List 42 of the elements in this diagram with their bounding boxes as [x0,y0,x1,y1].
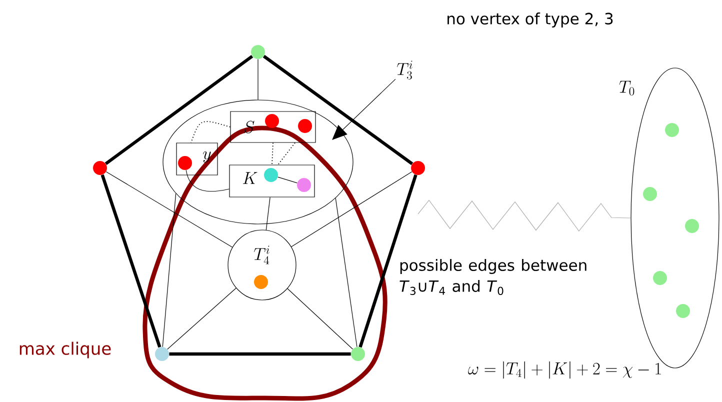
graph-edge [169,352,351,356]
graph-edge [167,288,236,350]
vertex-dot [653,271,667,285]
vertex-dot [676,304,690,318]
vertex-dot [178,156,192,170]
vertex-dot [643,187,657,201]
vertex-dot [665,123,679,137]
vertex-dot [155,347,169,361]
formula: $\omega = |T_4| + |K| + 2 = \chi - 1$ [468,361,661,379]
note-text: no vertex of type 2, 3 [448,12,613,28]
vertex-dot [297,178,311,192]
graph-edge [278,176,298,184]
graph-edge [266,197,270,230]
vertex-dot [298,119,312,133]
zigzag-line [418,200,631,232]
graph-edge [278,142,296,166]
set-ellipse [162,100,354,224]
graph-edge [358,174,418,348]
set-box: $y$ [176,142,218,176]
graph-edge [272,142,274,166]
clique-label: max clique [20,342,111,358]
graph-edge [262,54,414,166]
vertex-dot [264,168,278,182]
graph-edge [104,54,254,166]
graph-edge [190,121,231,144]
vertex-dot [411,161,425,175]
vertex-dot [265,114,279,128]
vertex-dot [254,275,268,289]
graph-edge [100,174,162,348]
set-box: $K$ [229,164,315,198]
graph-edge [162,193,176,348]
graph-edge [335,198,358,348]
graph-edge [106,171,233,248]
graph-edge [291,172,412,248]
graph-edge [287,288,354,350]
vertex-dot [351,347,365,361]
vertex-dot [251,45,265,59]
note-text: possible edges between T$_{3}$∪T$_{4}$ and T$_{0}$ [400,259,586,296]
vertex-dot [685,219,699,233]
leader-arrow [332,78,396,140]
set-label: $T_3^i$ [397,60,412,80]
vertex-dot [93,161,107,175]
